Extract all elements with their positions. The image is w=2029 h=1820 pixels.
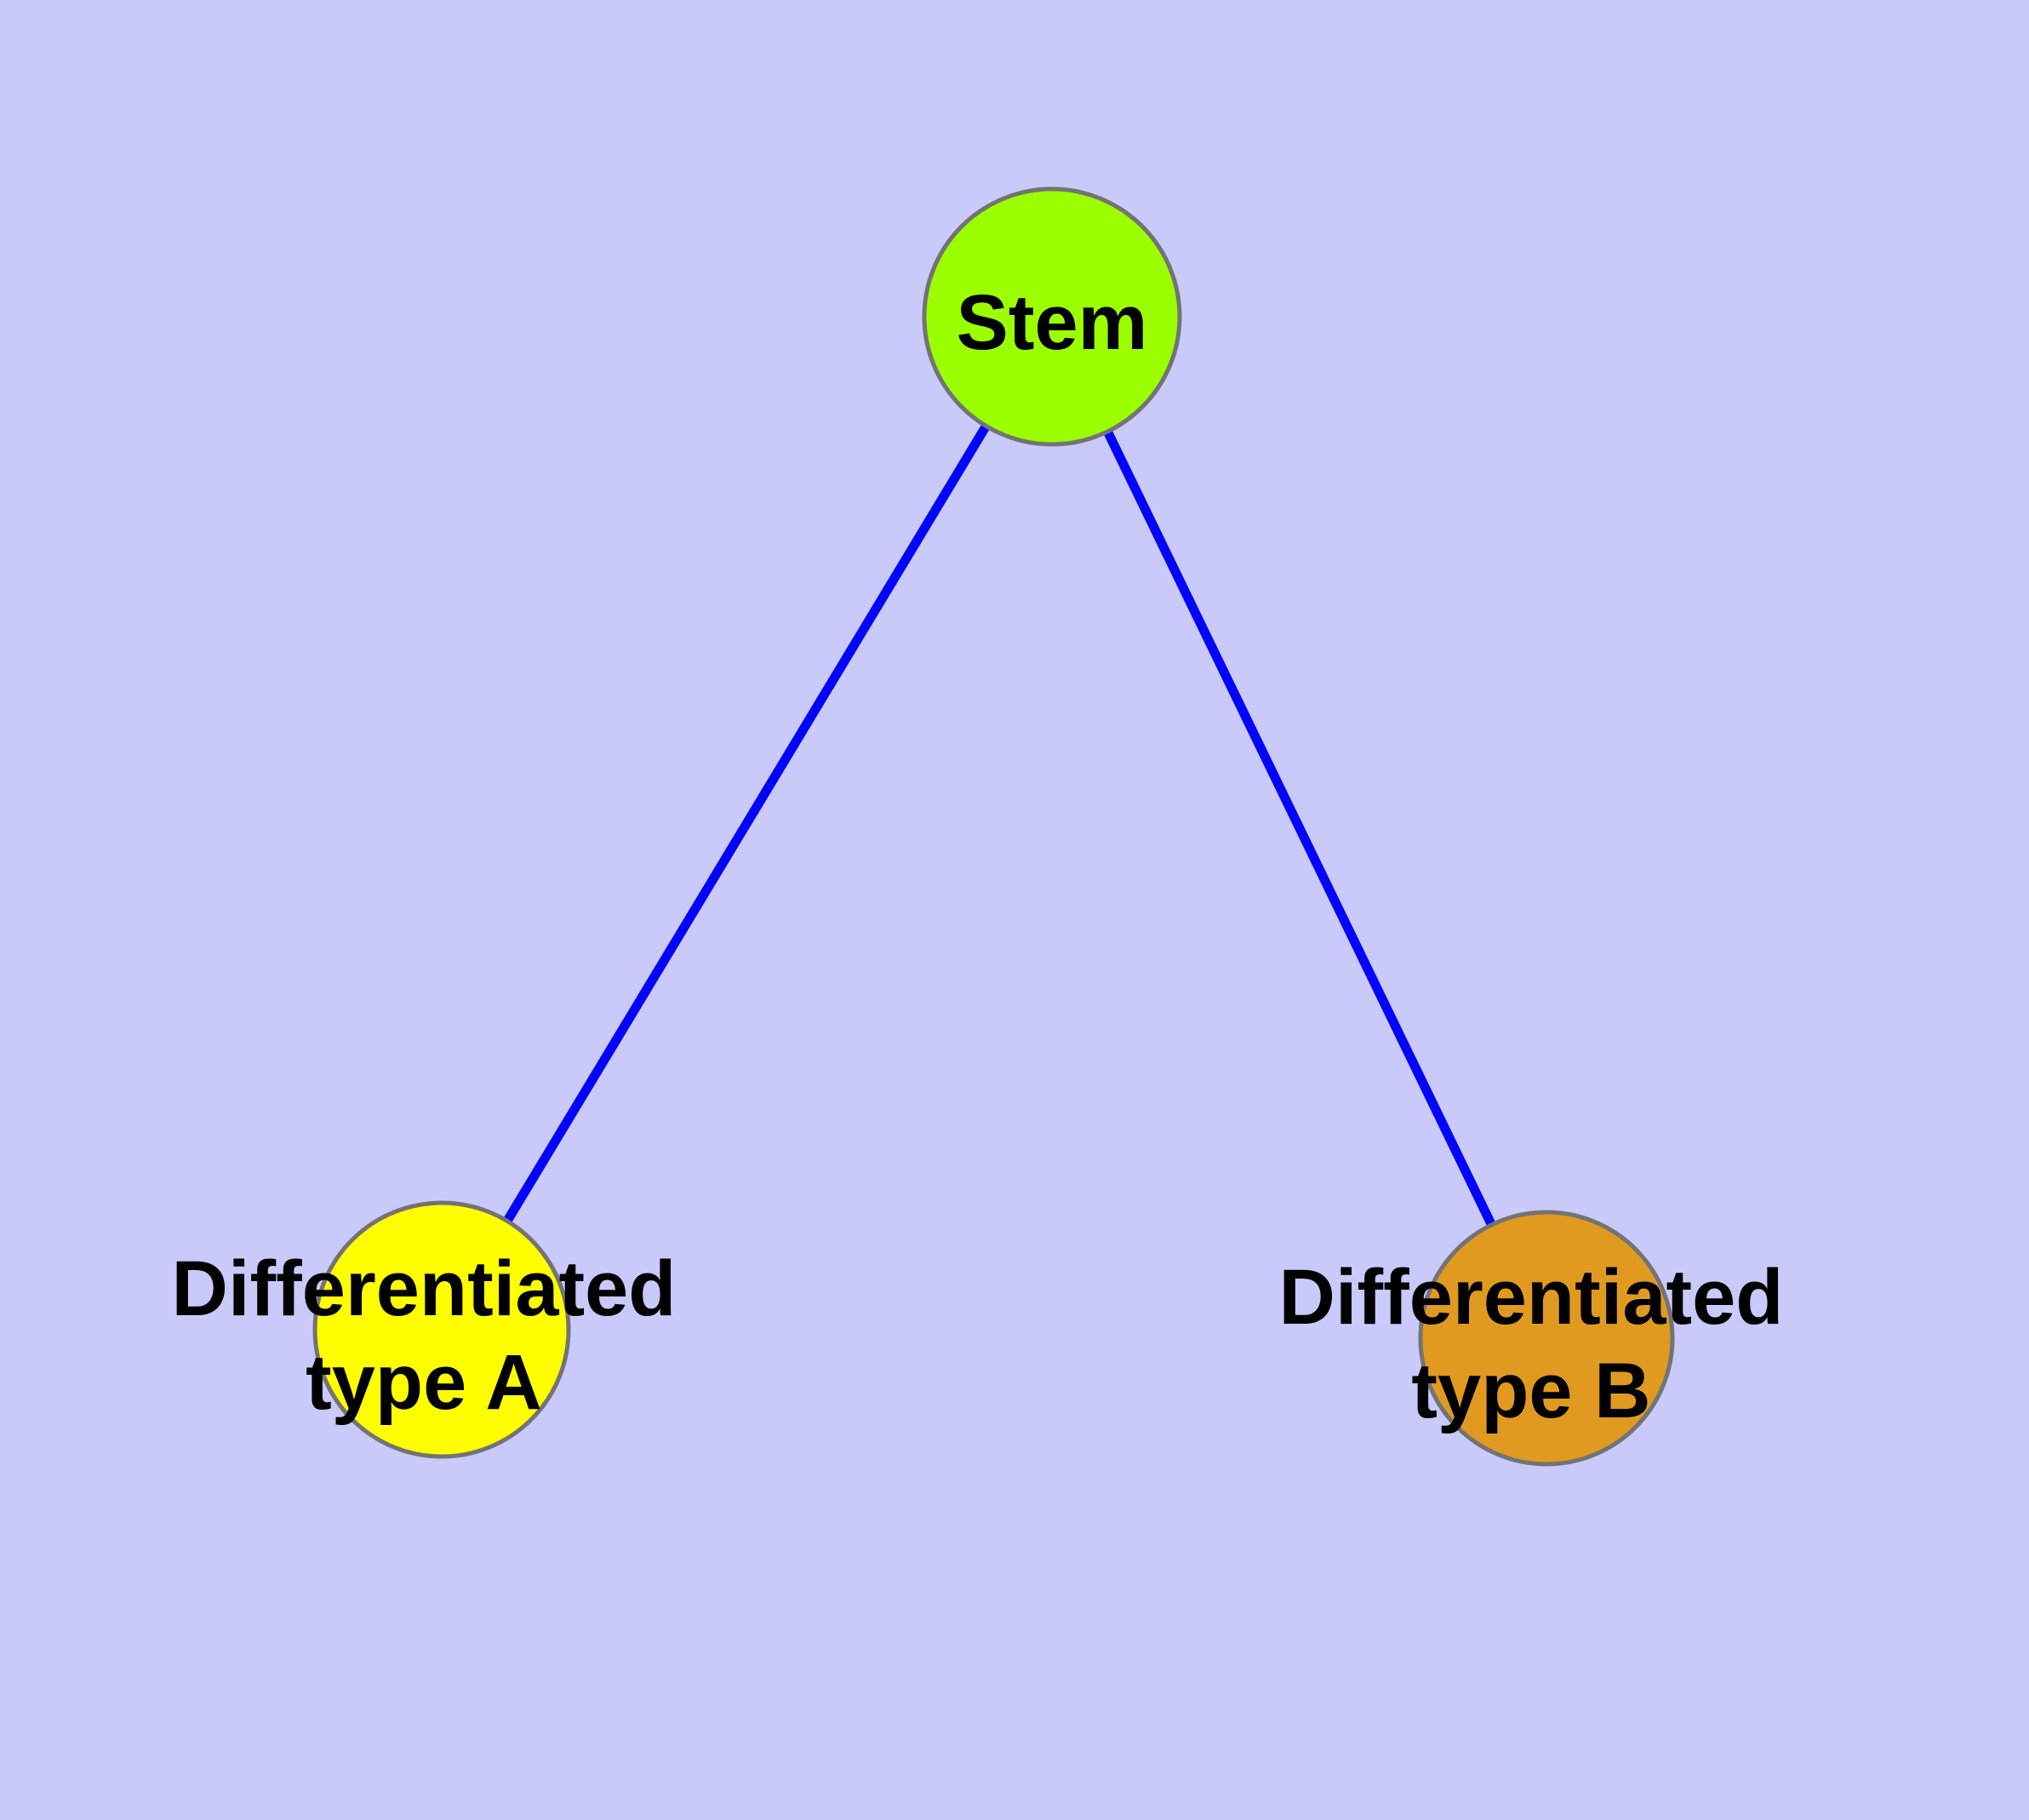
node-diff-type-a-circle: [312, 1200, 571, 1459]
node-stem-label: Stem: [957, 279, 1148, 366]
node-stem-circle: [922, 186, 1182, 447]
node-diff-type-b-circle: [1418, 1210, 1675, 1467]
edge-stem-to-diff-type-a: [437, 314, 1056, 1332]
edge-stem-to-diff-type-b: [1048, 314, 1551, 1341]
